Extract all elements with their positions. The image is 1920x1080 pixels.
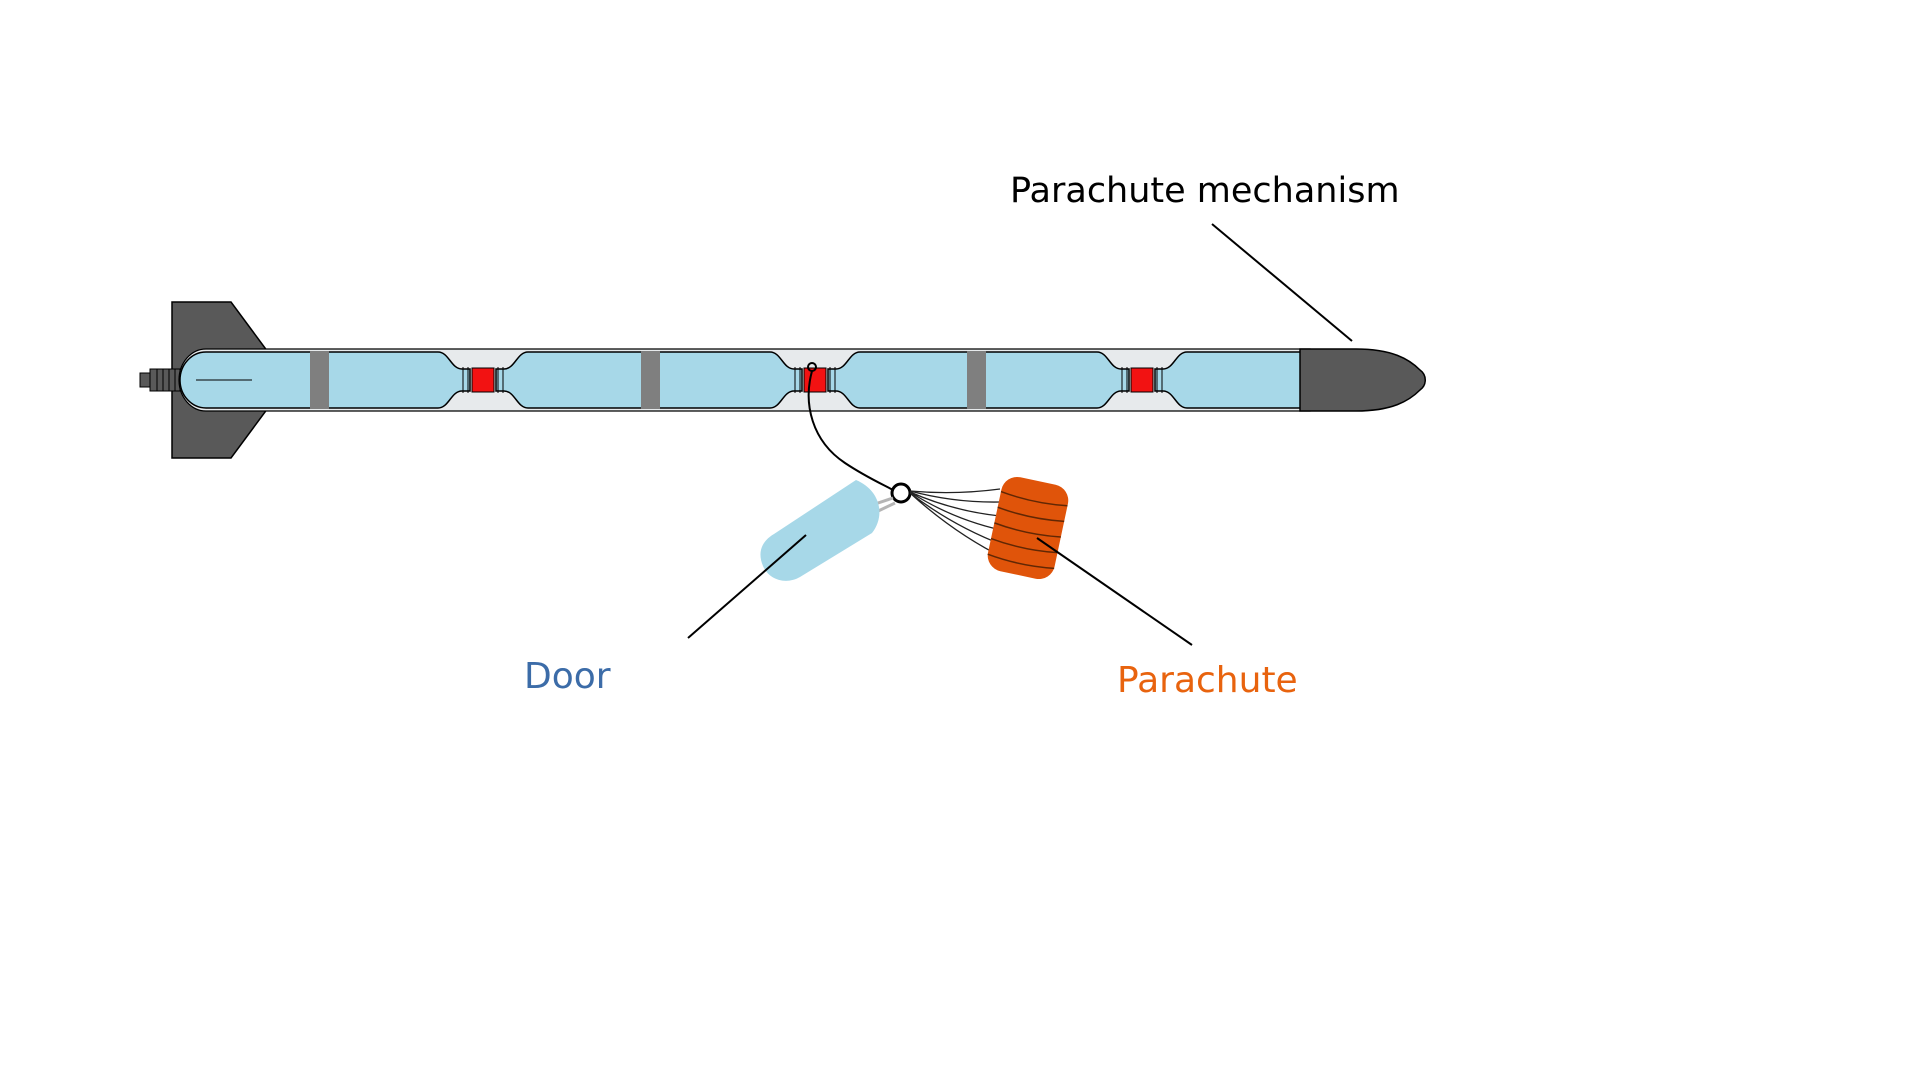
tape-band-2 [641, 351, 660, 409]
neck-threads-2 [794, 367, 836, 393]
door-panel [760, 480, 880, 581]
tape-band-3 [967, 351, 986, 409]
canopy-seams [987, 490, 1068, 570]
leader-line-door [687, 534, 807, 639]
nose-cone [1299, 348, 1426, 412]
canopy-body [987, 476, 1069, 580]
rocket [139, 301, 1426, 459]
label-door: Door [524, 656, 611, 697]
bottle-segment-4 [1154, 351, 1303, 409]
parachute-assembly [760, 362, 1069, 581]
leader-line-parachute [1036, 537, 1193, 646]
label-parachute-mechanism: Parachute mechanism [1010, 171, 1400, 211]
suspension-lines [909, 488, 1007, 560]
parachute-canopy [987, 476, 1069, 580]
tether-cord [807, 370, 894, 491]
annotations: Parachute mechanism Door Parachute [524, 171, 1400, 701]
connector-ring [890, 482, 912, 504]
tape-band-1 [310, 351, 329, 409]
leader-line-parachute-mechanism [1211, 223, 1353, 342]
neck-connector-1 [471, 367, 495, 393]
neck-connector-3 [1130, 367, 1154, 393]
label-parachute: Parachute [1117, 660, 1298, 701]
neck-threads-3 [1121, 367, 1163, 393]
neck-threads-1 [462, 367, 504, 393]
neck-connector-2 [803, 367, 827, 393]
nozzle-ridges [156, 369, 176, 391]
